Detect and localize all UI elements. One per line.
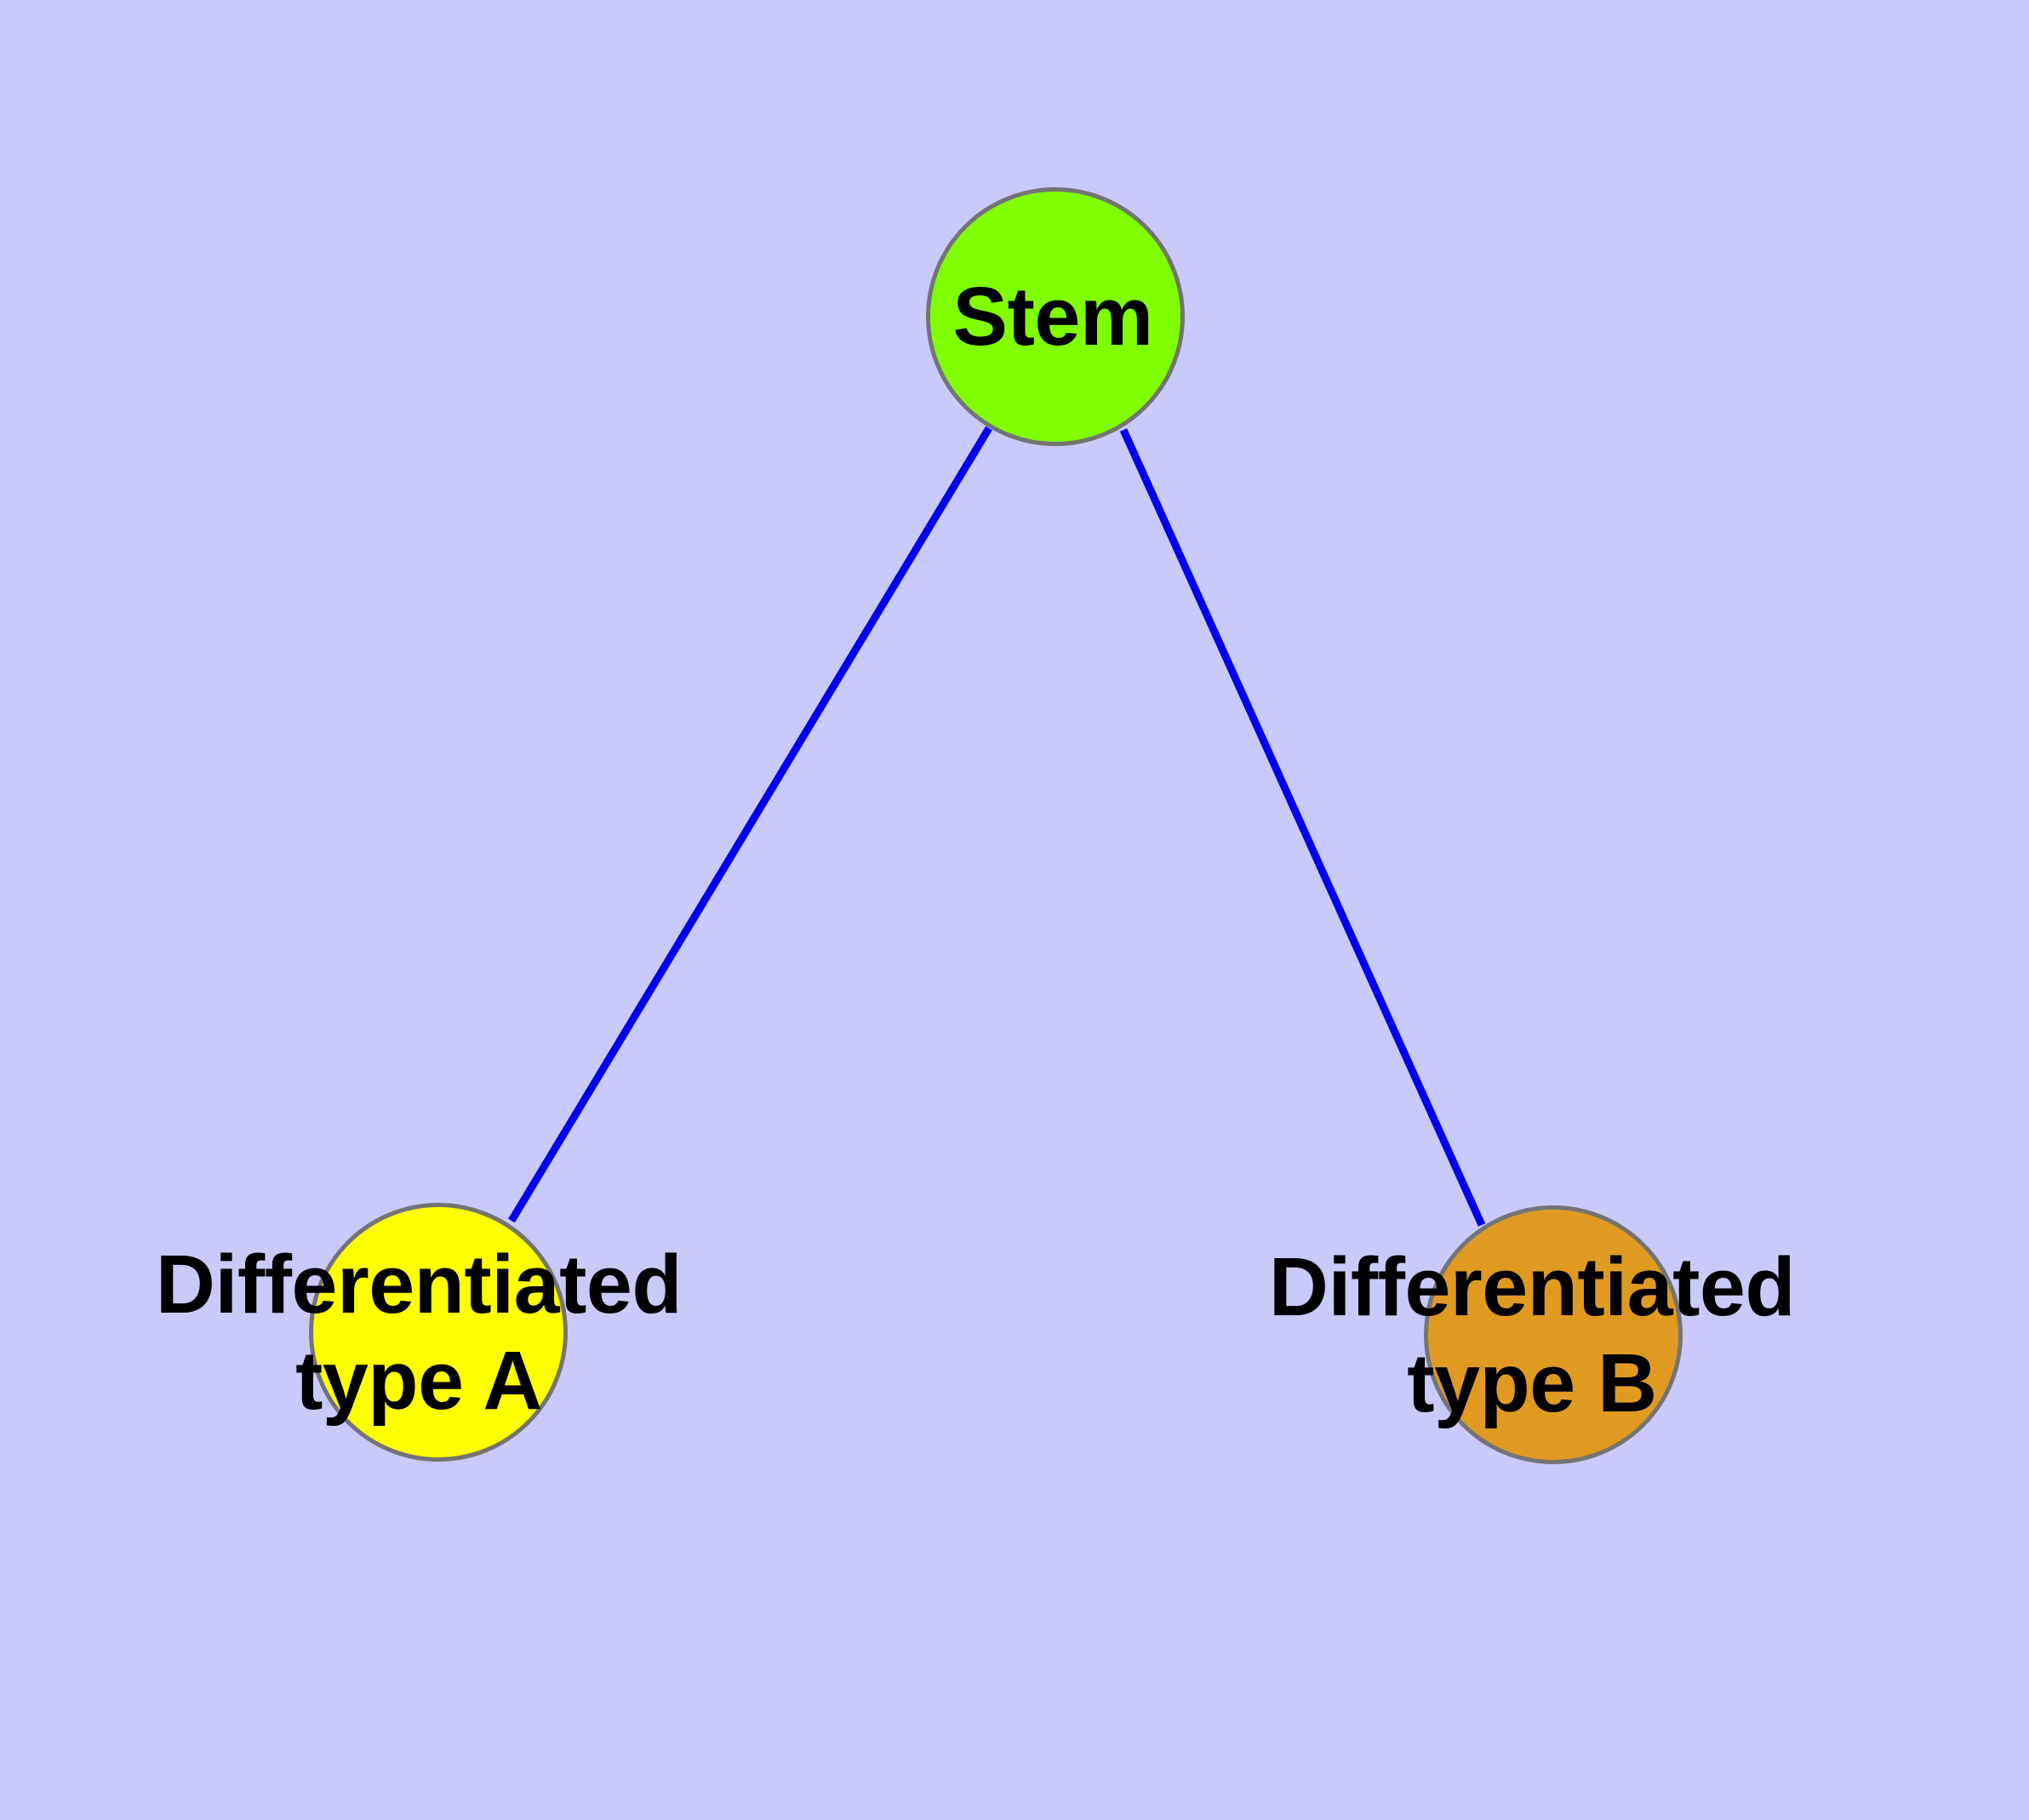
edge-stem-to-differentiated-type-b [1119,428,1486,1227]
node-differentiated-type-a[interactable] [309,1203,568,1462]
node-stem[interactable] [926,187,1185,446]
node-differentiated-type-b[interactable] [1424,1205,1683,1464]
edge-stem-to-differentiated-type-a [508,426,992,1223]
